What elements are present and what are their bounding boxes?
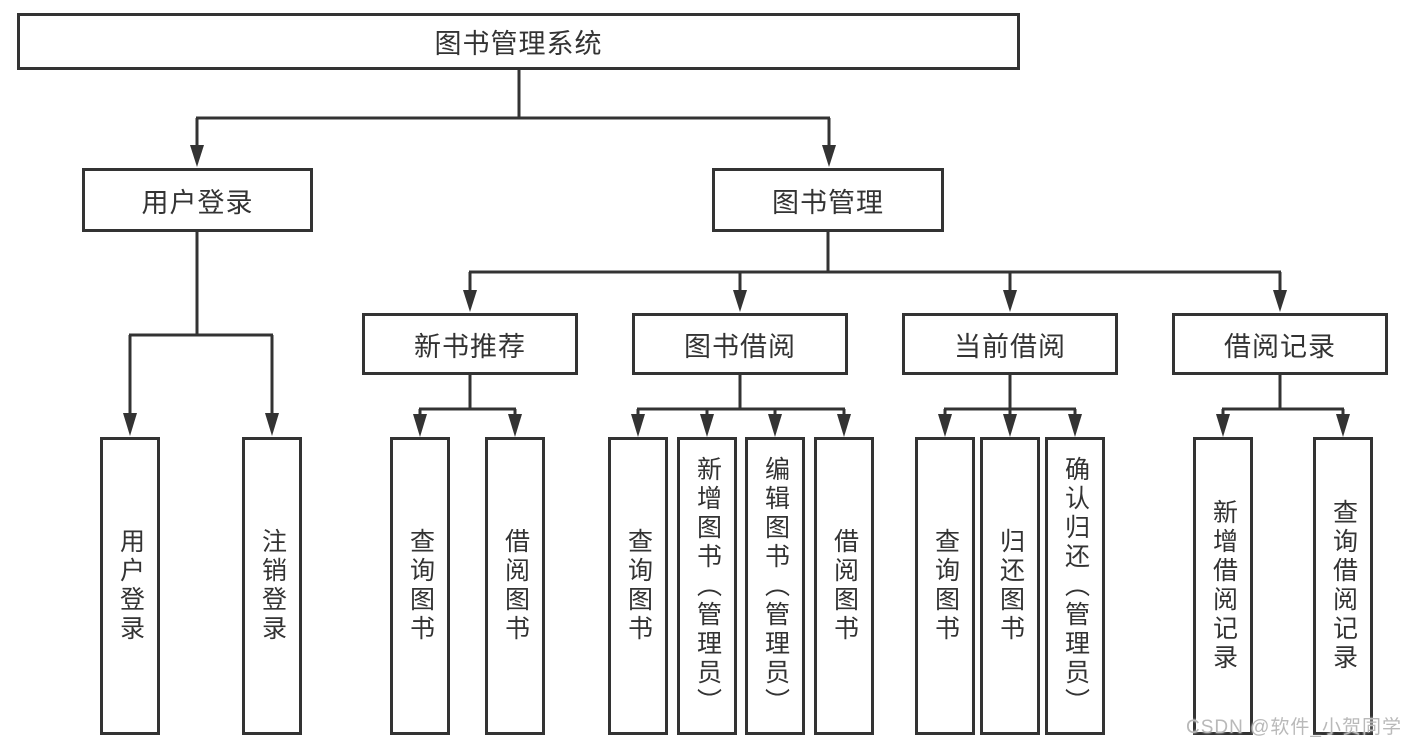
connector-bookmgmt-to-level3 xyxy=(463,231,1287,312)
node-new-book-recommend-label: 新书推荐 xyxy=(414,331,526,362)
connector-records-to-leaves xyxy=(1216,374,1350,437)
leaf-current-query: 查询图书 xyxy=(915,437,975,735)
leaf-records-query-label: 查询借阅记录 xyxy=(1329,499,1358,673)
connector-userlogin-to-leaves xyxy=(123,231,279,436)
leaf-current-confirm-admin-label: 确认归还（管理员） xyxy=(1061,455,1090,717)
node-book-management-label: 图书管理 xyxy=(772,187,884,218)
leaf-borrow-edit-admin: 编辑图书（管理员） xyxy=(745,437,805,735)
leaf-logout: 注销登录 xyxy=(242,437,302,735)
connector-borrow-to-leaves xyxy=(631,374,851,437)
connector-newbook-to-leaves xyxy=(413,374,522,437)
leaf-records-query: 查询借阅记录 xyxy=(1313,437,1373,735)
leaf-current-confirm-admin: 确认归还（管理员） xyxy=(1045,437,1105,735)
node-user-login: 用户登录 xyxy=(82,168,313,232)
leaf-records-add-label: 新增借阅记录 xyxy=(1209,499,1238,673)
node-root: 图书管理系统 xyxy=(17,13,1020,70)
leaf-current-return: 归还图书 xyxy=(980,437,1040,735)
leaf-borrow-edit-admin-label: 编辑图书（管理员） xyxy=(761,455,790,717)
node-root-label: 图书管理系统 xyxy=(434,29,603,59)
node-book-borrow-label: 图书借阅 xyxy=(684,331,796,362)
node-current-borrow: 当前借阅 xyxy=(902,313,1118,375)
leaf-logout-label: 注销登录 xyxy=(258,528,287,644)
leaf-borrow-borrow-label: 借阅图书 xyxy=(830,528,859,644)
leaf-borrow-query: 查询图书 xyxy=(608,437,668,735)
leaf-borrow-add-admin: 新增图书（管理员） xyxy=(677,437,737,735)
leaf-current-return-label: 归还图书 xyxy=(996,528,1025,644)
node-borrow-records-label: 借阅记录 xyxy=(1224,331,1336,362)
node-borrow-records: 借阅记录 xyxy=(1172,313,1388,375)
node-book-management: 图书管理 xyxy=(712,168,944,232)
leaf-newbook-query: 查询图书 xyxy=(390,437,450,735)
leaf-user-login-label: 用户登录 xyxy=(116,528,145,644)
leaf-newbook-query-label: 查询图书 xyxy=(406,528,435,644)
leaf-newbook-borrow: 借阅图书 xyxy=(485,437,545,735)
csdn-watermark: CSDN @软件_小贺同学 xyxy=(1186,717,1402,738)
node-new-book-recommend: 新书推荐 xyxy=(362,313,578,375)
leaf-borrow-query-label: 查询图书 xyxy=(624,528,653,644)
connector-current-to-leaves xyxy=(938,374,1082,437)
node-current-borrow-label: 当前借阅 xyxy=(954,331,1066,362)
leaf-user-login: 用户登录 xyxy=(100,437,160,735)
leaf-current-query-label: 查询图书 xyxy=(931,528,960,644)
connector-root-to-level2 xyxy=(190,68,836,167)
leaf-records-add: 新增借阅记录 xyxy=(1193,437,1253,735)
leaf-borrow-add-admin-label: 新增图书（管理员） xyxy=(693,455,722,717)
leaf-borrow-borrow: 借阅图书 xyxy=(814,437,874,735)
leaf-newbook-borrow-label: 借阅图书 xyxy=(501,528,530,644)
node-book-borrow: 图书借阅 xyxy=(632,313,848,375)
node-user-login-label: 用户登录 xyxy=(141,187,254,218)
